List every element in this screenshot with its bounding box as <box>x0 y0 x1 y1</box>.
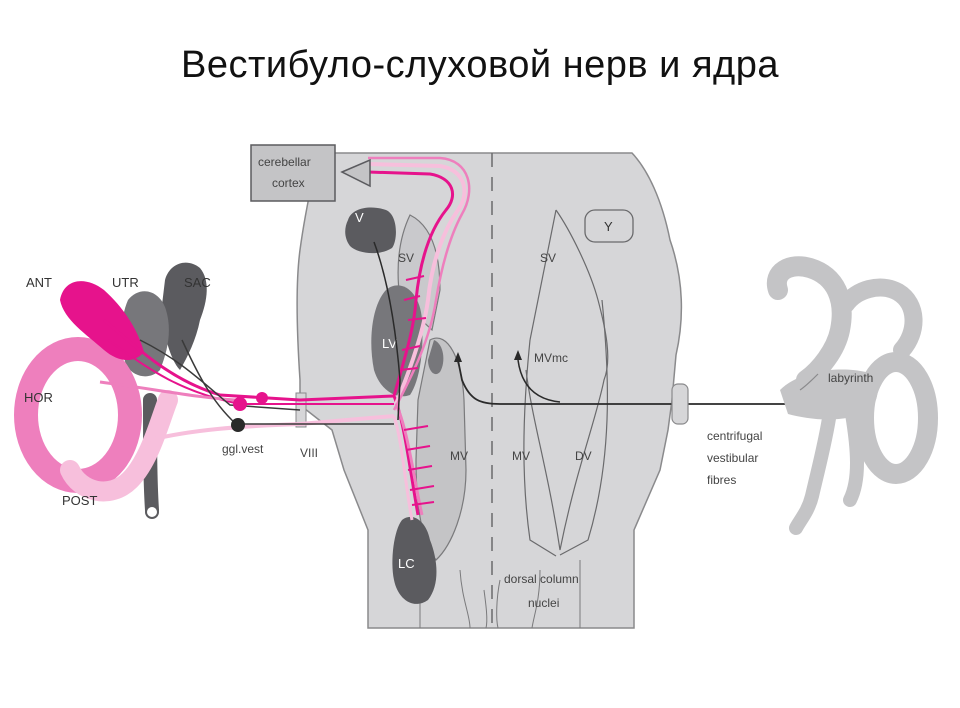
ant-canal <box>60 281 144 361</box>
y-nucleus <box>584 209 634 243</box>
labyrinth-loop-outer <box>766 256 852 390</box>
labyrinth-body <box>780 369 878 420</box>
centrifugal-label-2: vestibular <box>707 451 758 465</box>
centrifugal-arrow-up-2 <box>514 350 522 360</box>
utr-fibre <box>139 339 301 411</box>
mvmc-label: MVmc <box>534 351 568 365</box>
ganglion-cell-2 <box>256 392 268 404</box>
dorsal-label-2: nuclei <box>528 596 559 610</box>
ascending-bundle-3 <box>368 156 471 411</box>
centrifugal-fibre-b <box>517 359 561 403</box>
labyrinth-loop-right <box>837 278 923 359</box>
centrifugal-label-1: centrifugal <box>707 429 762 443</box>
mv-left-label: MV <box>450 449 468 463</box>
sv-left-label: SV <box>398 251 414 265</box>
v-label: V <box>355 210 364 225</box>
dorsal-column-bulb <box>483 579 501 629</box>
ant-fibre-2 <box>107 339 394 405</box>
dorsal-label-1: dorsal column <box>504 572 579 586</box>
cerebellar-label-2: cortex <box>272 176 305 190</box>
centrifugal-arrow-up-1 <box>454 352 462 362</box>
sac-label: SAC <box>184 275 211 290</box>
ant-fibre <box>103 318 395 402</box>
right-sv-outline <box>529 209 557 341</box>
utr-label: UTR <box>112 275 139 290</box>
sv-right-label: SV <box>540 251 556 265</box>
labyrinth-ring <box>854 352 938 484</box>
right-nerve-stub <box>671 383 689 425</box>
post-label: POST <box>62 493 97 508</box>
labyrinth-label: labyrinth <box>828 371 873 385</box>
hor-canal <box>14 337 142 493</box>
cerebellar-label-1: cerebellar <box>258 155 311 169</box>
lc-nucleus <box>392 516 437 604</box>
ggl-vest-label: ggl.vest <box>222 442 264 456</box>
ant-label: ANT <box>26 275 52 290</box>
labyrinth-outline <box>799 373 819 391</box>
centrifugal-fibre-a <box>457 359 820 405</box>
ascending-bundle-2 <box>367 162 467 405</box>
hor-label: HOR <box>24 390 53 405</box>
cerebellar-cortex-box <box>250 144 336 202</box>
endolymphatic-end <box>145 505 159 519</box>
dv-label: DV <box>575 449 592 463</box>
brainstem-outline <box>296 152 683 629</box>
labyrinth-stalk <box>789 405 837 535</box>
ascending-bundle-1 <box>367 170 455 397</box>
right-dv-outline <box>559 299 609 556</box>
y-label: Y <box>604 219 613 234</box>
ganglion-cell-3 <box>231 418 245 432</box>
right-mv-inner <box>523 339 557 557</box>
sac-organ <box>162 262 207 370</box>
dark-fibre-v <box>373 241 401 421</box>
slide-title: Вестибуло-слуховой нерв и ядра <box>181 44 779 86</box>
lv-label: LV <box>382 336 397 351</box>
v-nucleus <box>345 207 396 254</box>
labyrinth-lower <box>843 407 864 507</box>
cerebellar-arrowhead <box>340 158 371 188</box>
ganglion-cell-1 <box>233 397 247 411</box>
lc-label: LC <box>398 556 415 571</box>
descending-bundle-3 <box>392 415 414 521</box>
lv-projection <box>428 340 444 375</box>
viii-label: VIII <box>300 446 318 460</box>
mv-right-label: MV <box>512 449 530 463</box>
collateral-branches <box>399 275 435 506</box>
right-mv-outline <box>525 209 609 551</box>
centrifugal-label-3: fibres <box>707 473 736 487</box>
post-canal <box>60 390 178 502</box>
